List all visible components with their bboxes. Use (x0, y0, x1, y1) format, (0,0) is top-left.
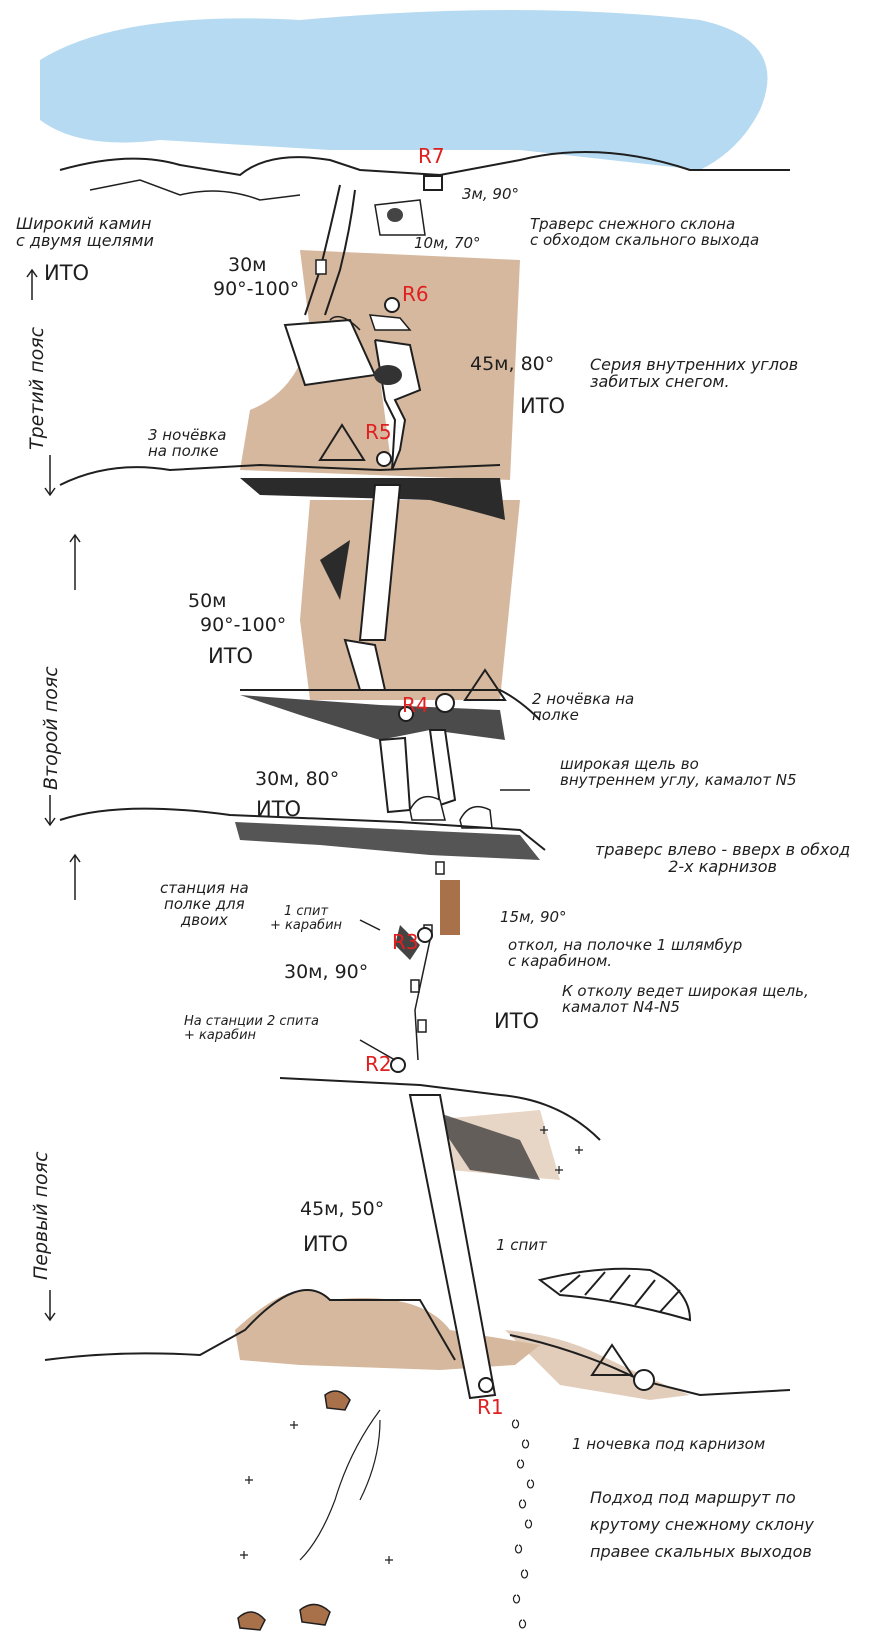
sky-area (40, 10, 768, 170)
station-label-r7: R7 (418, 144, 445, 168)
note-chimney-ito: ИТО (44, 261, 90, 285)
note-station-two-bolts: На станции 2 спита + карабин (184, 1014, 319, 1043)
summit-ridge (59, 151, 790, 177)
tent-icon (318, 423, 634, 1376)
snow-cross-icon (240, 1126, 583, 1564)
base-slope (44, 1289, 456, 1361)
note-one-bolt: 1 спит (496, 1236, 547, 1254)
ledge-upper-first (59, 807, 546, 851)
note-p5-len: 45м, 80° (470, 353, 555, 375)
note-p5-desc: Серия внутренних углов забитых снегом. (590, 355, 799, 391)
note-chimney: Широкий камин с двумя щелями (16, 214, 154, 250)
note-bivouac2: 2 ночёвка на полке (532, 690, 635, 724)
note-bivouac3: 3 ночёвка на полке (148, 426, 227, 460)
note-p1-len: 45м, 50° (300, 1198, 385, 1220)
ledge-r2 (279, 1077, 601, 1141)
note-p5-ito: ИТО (520, 394, 566, 418)
note-p4-angle: 90°-100° (200, 614, 287, 636)
note-traverse-left: траверс влево - вверх в обход 2-х карниз… (595, 840, 851, 876)
note-p3b-len: 30м, 80° (255, 768, 340, 790)
note-flake-crack: К отколу ведет широкая щель, камалот N4-… (562, 982, 809, 1016)
approach-lines (299, 1409, 381, 1561)
note-p6-angle: 90°-100° (213, 278, 300, 300)
ledge-2 (240, 689, 541, 721)
note-wide-crack: широкая щель во внутреннем углу, камалот… (560, 755, 797, 789)
station-label-r3: R3 (392, 930, 419, 954)
flake (440, 880, 460, 935)
note-p4-len: 50м (188, 590, 227, 612)
footsteps (511, 1419, 535, 1629)
station-label-r2: R2 (365, 1052, 392, 1076)
station-label-r4: R4 (402, 693, 429, 717)
note-approach: Подход под маршрут по крутому снежному с… (590, 1488, 814, 1562)
note-p3b-ito: ИТО (256, 797, 302, 821)
ledge-3 (59, 463, 501, 486)
note-p1-ito: ИТО (303, 1232, 349, 1256)
station-label-r5: R5 (365, 420, 392, 444)
station-label-r6: R6 (402, 282, 429, 306)
belt-label-second: Второй пояс (40, 666, 62, 790)
belt-arrows (26, 268, 81, 1322)
rock-icon-group (237, 1390, 351, 1631)
note-p4-ito: ИТО (208, 644, 254, 668)
note-p6-len: 30м (228, 254, 267, 276)
pointer-arrows (329, 315, 530, 1061)
note-p3-short: 15м, 90° (500, 908, 567, 926)
belt-label-third: Третий пояс (26, 326, 48, 450)
note-snow-traverse: Траверс снежного склона с обходом скальн… (530, 215, 760, 249)
note-one-bolt-carabiner: 1 спит + карабин (270, 904, 343, 933)
station-label-r1: R1 (477, 1395, 504, 1419)
note-p2-ito: ИТО (494, 1009, 540, 1033)
r7-box (423, 175, 443, 191)
note-top-short: 3м, 90° (462, 185, 519, 203)
crack-pitch1 (408, 1094, 497, 1400)
note-bivouac1: 1 ночевка под карнизом (572, 1435, 766, 1453)
note-flake: откол, на полочке 1 шлямбур с карабином. (508, 936, 743, 970)
note-p2-len: 30м, 90° (284, 961, 369, 983)
bolt-icon (376, 297, 655, 1393)
belt-label-first: Первый пояс (30, 1151, 52, 1280)
note-station: станция на полке для двоих (160, 879, 249, 929)
note-top-pitch: 10м, 70° (414, 234, 481, 252)
crack-pitch4 (358, 484, 402, 641)
